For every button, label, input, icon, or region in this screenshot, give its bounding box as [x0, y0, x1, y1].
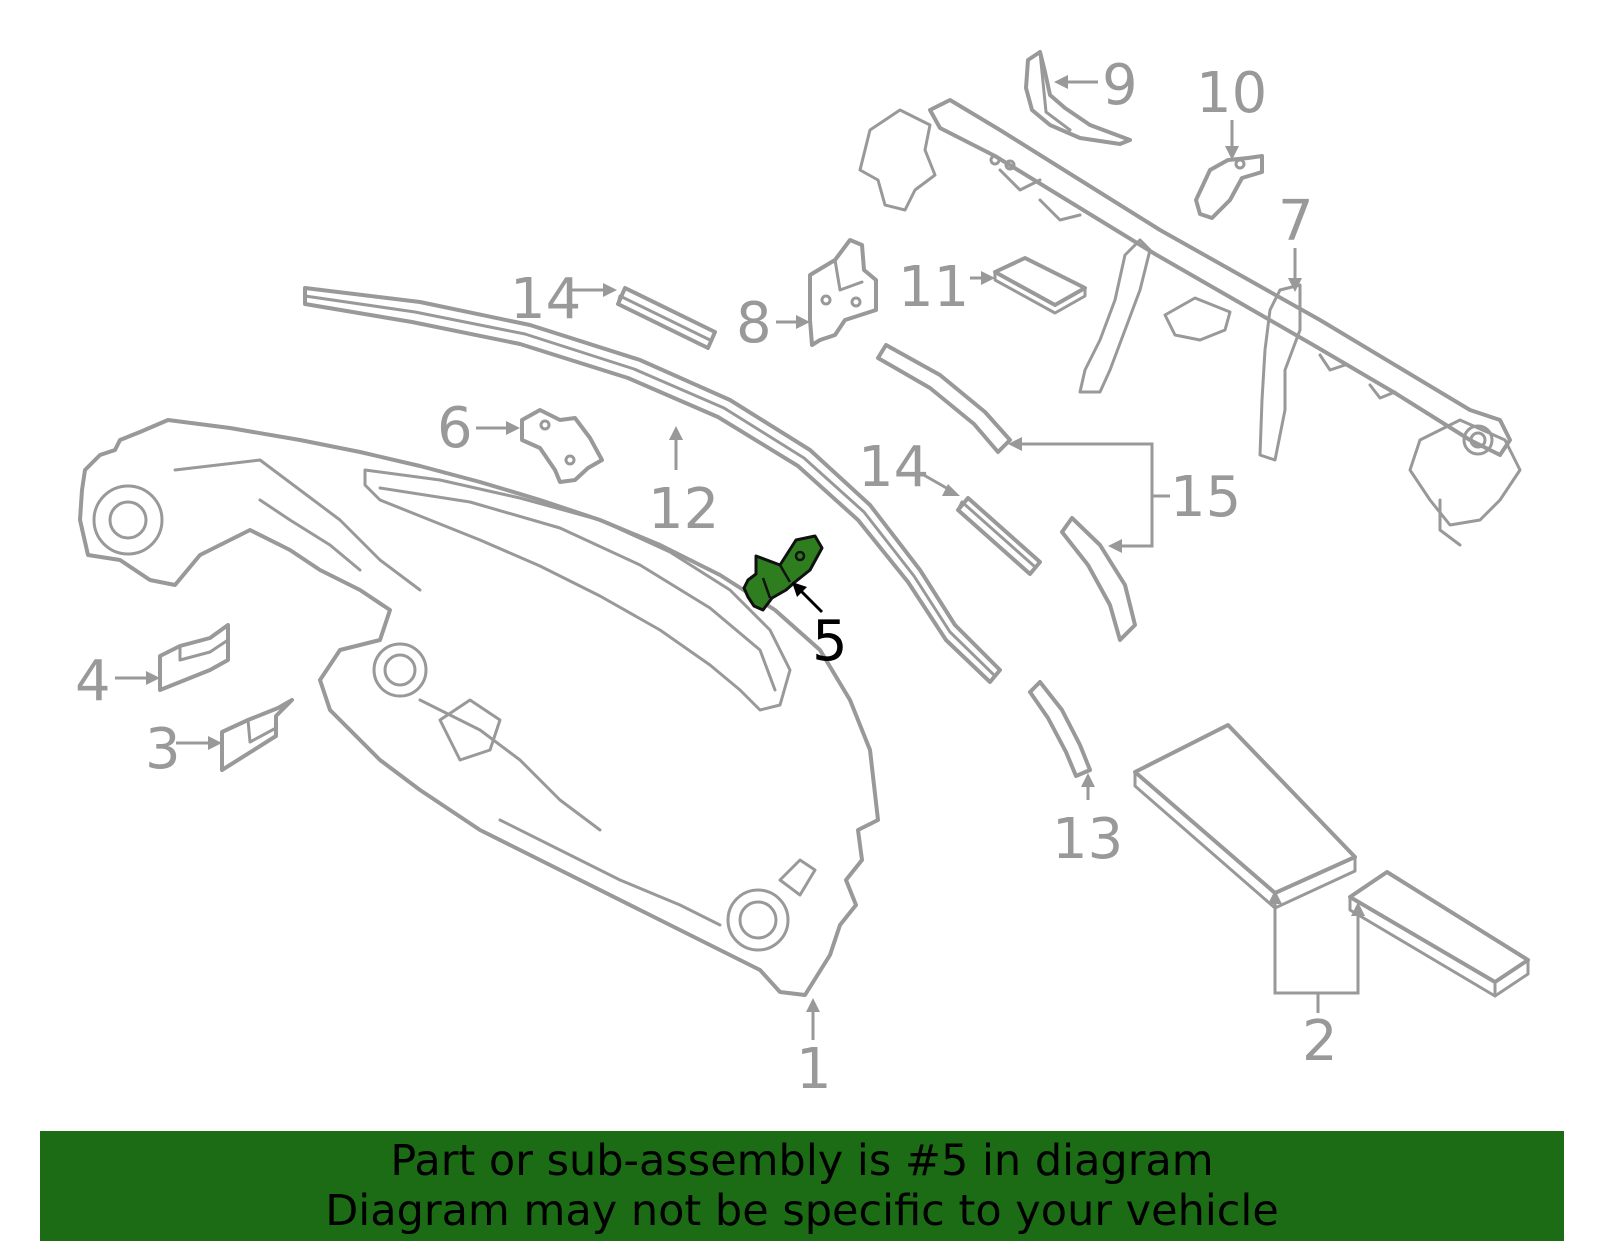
callout-11: 11 [898, 255, 969, 320]
banner-line-part-info: Part or sub-assembly is #5 in diagram [390, 1136, 1214, 1186]
part-4-bracket [158, 623, 230, 692]
callout-1: 1 [796, 1037, 832, 1102]
callout-2: 2 [1302, 1009, 1338, 1074]
callout-14-middle: 14 [858, 435, 929, 500]
info-banner: Part or sub-assembly is #5 in diagram Di… [40, 1131, 1564, 1241]
part-11-pad [993, 256, 1087, 315]
part-10-bracket [1194, 154, 1264, 220]
callout-labels: 1 2 3 4 5 6 7 8 9 10 11 12 13 14 14 15 [75, 53, 1338, 1102]
part-3-bracket [220, 698, 294, 772]
callout-5: 5 [812, 609, 848, 674]
part-5-highlighted-bracket [742, 534, 824, 612]
part-13-curved-strip [1028, 680, 1092, 778]
callout-10: 10 [1196, 61, 1267, 126]
callout-14-top: 14 [510, 267, 581, 332]
callout-15: 15 [1170, 465, 1241, 530]
part-9-bracket [1024, 50, 1132, 146]
part-1-dashboard-panel [78, 418, 880, 997]
part-2-pads [1133, 723, 1530, 998]
part-15-curved-strips [876, 343, 1137, 642]
part-8-bracket [808, 238, 878, 347]
callout-7: 7 [1278, 189, 1314, 254]
callout-6: 6 [437, 396, 473, 461]
leader-lines [115, 75, 1365, 1040]
part-14-strip-middle [956, 496, 1042, 576]
part-14-strip-top [616, 286, 717, 350]
callout-3: 3 [145, 717, 181, 782]
callout-12: 12 [648, 477, 719, 542]
callout-4: 4 [75, 649, 111, 714]
callout-13: 13 [1052, 807, 1123, 872]
part-6-bracket [520, 408, 604, 484]
part-12-trim-strip [303, 286, 1002, 684]
banner-line-disclaimer: Diagram may not be specific to your vehi… [325, 1186, 1279, 1236]
callout-8: 8 [736, 291, 772, 356]
part-7-cross-car-beam [858, 98, 1522, 547]
parts-diagram: 1 2 3 4 5 6 7 8 9 10 11 12 13 14 14 15 [75, 50, 1530, 1102]
callout-9: 9 [1102, 53, 1138, 118]
